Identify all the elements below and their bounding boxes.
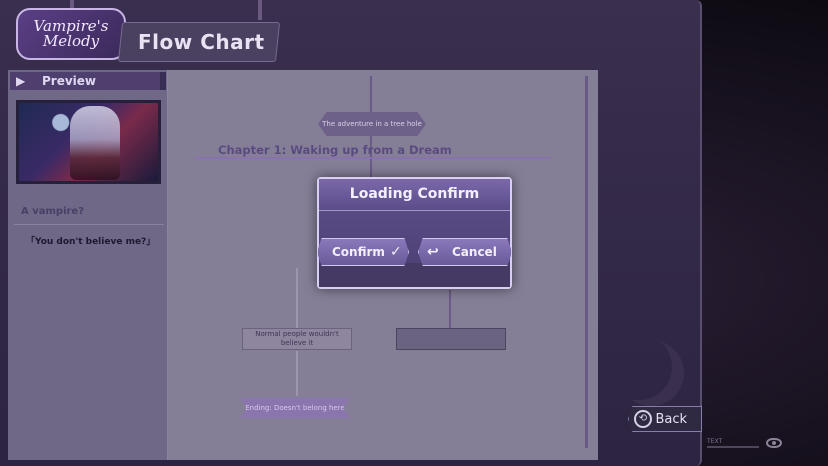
chapter-divider [196, 157, 550, 159]
dialog-title: Loading Confirm [349, 186, 480, 202]
ending-node[interactable]: Ending: Doesn't belong here [240, 398, 350, 418]
text-speed-label: TEXT [707, 438, 723, 445]
text-speed-slider[interactable] [707, 446, 759, 448]
flow-node-locked[interactable] [396, 328, 506, 350]
play-icon: ▶ [16, 74, 26, 88]
divider [14, 224, 164, 225]
flow-connector [296, 268, 298, 328]
sign-chain [258, 0, 262, 20]
chapter-title: Chapter 1: Waking up from a Dream [218, 143, 452, 157]
page-title: Flow Chart [138, 30, 265, 54]
scrollbar[interactable] [585, 76, 588, 448]
flow-connector [449, 290, 451, 328]
checkmark-icon: ✓ [390, 244, 402, 260]
dialog-header [319, 179, 510, 211]
moon-icon [618, 340, 684, 406]
cancel-label: Cancel [452, 245, 497, 259]
preview-label: Preview [42, 74, 97, 88]
dialog-footer [319, 263, 510, 287]
preview-header [10, 72, 166, 90]
preview-question: A vampire? [21, 206, 85, 217]
back-arrow-icon: ⟲ [634, 410, 652, 428]
confirm-button[interactable]: Confirm ✓ [317, 238, 409, 266]
flow-connector [296, 351, 298, 396]
flow-node[interactable]: Normal people wouldn't believe it [242, 328, 352, 350]
loading-confirm-dialog: Loading Confirm [317, 177, 512, 289]
confirm-label: Confirm [332, 245, 385, 259]
preview-character [70, 106, 120, 180]
flow-connector [370, 76, 372, 112]
flow-node[interactable]: The adventure in a tree hole [318, 112, 426, 136]
eye-icon[interactable] [766, 438, 782, 448]
undo-icon: ↩ [427, 244, 439, 260]
preview-answer: 「You don't believe me?」 [26, 237, 156, 247]
cancel-button[interactable]: ↩ Cancel [418, 238, 512, 266]
game-logo: Vampire's Melody [16, 8, 126, 60]
